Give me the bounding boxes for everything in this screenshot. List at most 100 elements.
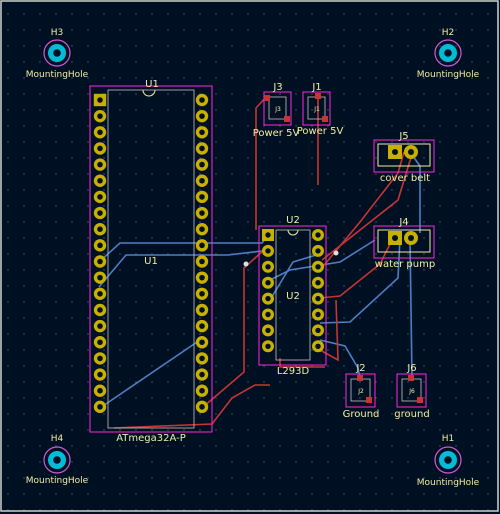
- connector-j3: J3 J3 Power 5V: [253, 82, 300, 139]
- j3-reference: J3: [272, 82, 282, 93]
- u1-pad-drill: [199, 242, 205, 249]
- u1-pad-drill: [199, 161, 205, 168]
- j5-silk-outline: [377, 143, 431, 167]
- j6-pad-2: [417, 397, 423, 403]
- mounting-hole-h3: H3 MountingHole: [26, 28, 89, 80]
- j3-courtyard: [263, 91, 292, 126]
- u1-pin1-notch: [142, 89, 156, 97]
- j4-courtyard: [373, 225, 435, 259]
- u1-pad-drill: [97, 323, 103, 329]
- j1-reference: J1: [311, 82, 321, 93]
- u1-pads: [93, 93, 209, 414]
- u1-pad-drill: [97, 113, 103, 119]
- u1-pad-drill: [97, 145, 103, 152]
- u2-pad-drill: [265, 311, 271, 318]
- j1-courtyard: [302, 91, 331, 126]
- u1-pad-drill: [199, 113, 205, 119]
- connector-j5: J5 cover belt: [373, 131, 435, 184]
- j5-reference: J5: [398, 131, 408, 142]
- mounting-hole-drill: [444, 456, 452, 464]
- u1-pad-drill: [97, 291, 103, 297]
- u1-pad-drill: [199, 387, 205, 394]
- mounting-hole-value: MountingHole: [417, 478, 480, 488]
- u2-pad-drill: [315, 327, 321, 334]
- j5-courtyard: [373, 139, 435, 173]
- u1-pad-drill: [199, 177, 205, 184]
- u1-pad-drill: [97, 194, 103, 200]
- u1-pad-drill: [199, 97, 205, 103]
- u2-pad-drill: [315, 232, 321, 238]
- u1-value: ATmega32A-P: [116, 433, 186, 444]
- mounting-hole-value: MountingHole: [26, 70, 89, 80]
- u1-pad-drill: [97, 355, 103, 362]
- mounting-hole-value: MountingHole: [417, 70, 480, 80]
- j2-pad-2: [366, 397, 372, 403]
- u2-pad-drill: [265, 232, 271, 238]
- u2-pad-drill: [265, 343, 271, 349]
- j3-pad-1: [264, 95, 270, 101]
- u2-pad-drill: [315, 280, 321, 286]
- u1-pad-drill: [97, 161, 103, 168]
- u1-courtyard: [89, 85, 213, 433]
- u2-reference: U2: [286, 215, 300, 226]
- j2-value: Ground: [343, 409, 380, 420]
- mounting-hole-ref: H1: [442, 434, 455, 444]
- u1-pad-drill: [199, 145, 205, 152]
- mounting-hole-value: MountingHole: [26, 476, 89, 486]
- j2-pad-1: [357, 375, 363, 381]
- j5-pad-1-drill: [392, 149, 398, 155]
- j1-pad-2: [322, 116, 328, 122]
- j4-pad-1-drill: [392, 235, 398, 241]
- j4-value: water pump: [375, 259, 435, 270]
- mounting-hole-icon: [43, 446, 71, 474]
- u2-courtyard: [258, 225, 327, 366]
- mounting-hole-h1: H1 MountingHole: [417, 434, 480, 488]
- mounting-hole-h2: H2 MountingHole: [417, 28, 480, 80]
- connector-j2: J2 J2 Ground: [343, 363, 380, 420]
- u1-pad-drill: [97, 387, 103, 394]
- u1-pad-drill: [97, 210, 103, 216]
- u1-pad-drill: [97, 371, 103, 378]
- u2-pin1-notch: [287, 229, 299, 236]
- u1-pad-drill: [97, 226, 103, 232]
- j2-body-ref: J2: [357, 388, 364, 395]
- mounting-hole-ref: H4: [51, 434, 64, 444]
- u1-pad-drill: [97, 242, 103, 249]
- u1-pad-drill: [199, 226, 205, 232]
- u1-body-reference: U1: [144, 256, 158, 267]
- mounting-hole-drill: [53, 456, 61, 464]
- mounting-hole-ref: H2: [442, 28, 455, 38]
- j1-body-ref: J1: [313, 106, 320, 113]
- u1-pad-drill: [199, 307, 205, 313]
- u1-pad-drill: [97, 129, 103, 136]
- u2-pad-drill: [315, 248, 321, 254]
- u1-pad-drill: [199, 258, 205, 265]
- u1-pad-drill: [199, 371, 205, 378]
- mounting-hole-icon: [434, 39, 462, 67]
- u2-pad-drill: [315, 295, 321, 302]
- j2-reference: J2: [355, 363, 365, 374]
- u1-fab-outline: [107, 89, 195, 429]
- u1-pad-drill: [97, 404, 103, 410]
- u2-fab-outline: [275, 229, 311, 361]
- j4-silk-outline: [377, 229, 431, 253]
- u2-body-reference: U2: [286, 291, 300, 302]
- j1-value: Power 5V: [297, 126, 344, 137]
- u2-pads: [262, 229, 324, 353]
- u1-pad-drill: [199, 274, 205, 281]
- via: [243, 261, 249, 267]
- u2-pad-drill: [315, 264, 321, 270]
- j3-body-ref: J3: [274, 106, 281, 113]
- j3-pad-2: [284, 116, 290, 122]
- u1-pad-drill: [199, 210, 205, 216]
- mounting-hole-drill: [444, 49, 452, 57]
- u2-pad-drill: [265, 295, 271, 302]
- mounting-hole-h4: H4 MountingHole: [26, 434, 89, 486]
- connector-j6: J6 J6 ground: [394, 363, 429, 420]
- j6-reference: J6: [406, 363, 416, 374]
- j6-courtyard: [396, 373, 427, 408]
- u2-pad-drill: [315, 343, 321, 349]
